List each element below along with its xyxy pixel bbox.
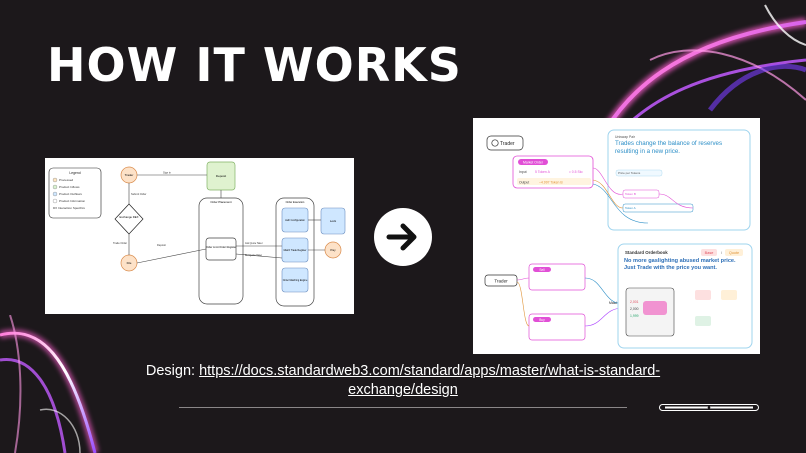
svg-text:Quote: Quote — [729, 251, 739, 255]
svg-text:Price per Tokens: Price per Tokens — [618, 171, 641, 175]
svg-text:Match: Match — [609, 301, 618, 305]
neon-swirl-bottom-left — [0, 315, 99, 453]
svg-text:Deposit: Deposit — [216, 174, 226, 178]
legend-item: DX Interaction Specifics — [53, 206, 85, 210]
edge-label: Sign in — [163, 171, 171, 175]
svg-text:Input: Input — [519, 170, 527, 174]
edge-label: Bid Quote Taker — [245, 254, 262, 257]
svg-text:Lock: Lock — [330, 219, 337, 223]
svg-text:Pay: Pay — [330, 248, 336, 252]
svg-text:Match Trade Register: Match Trade Register — [284, 249, 307, 252]
svg-text:Order Execution: Order Execution — [286, 200, 305, 204]
svg-text:~4.997 Token B: ~4.997 Token B — [539, 180, 563, 184]
lock-node — [320, 207, 346, 235]
arrow-right-icon — [374, 208, 432, 266]
trader-bottom-box — [484, 274, 518, 287]
edge-label: Deposit — [157, 243, 166, 247]
legend-item: Product Inflows — [59, 185, 80, 189]
orderbook-headline: No more gaslighting abused market price.… — [624, 258, 736, 271]
svg-text:Base: Base — [705, 251, 714, 255]
svg-text:≈ 0.5 Sto: ≈ 0.5 Sto — [569, 170, 583, 174]
svg-text:Trader: Trader — [494, 279, 508, 284]
svg-text:Trader: Trader — [500, 141, 515, 147]
svg-text:Order Matching Engine: Order Matching Engine — [283, 279, 308, 282]
svg-text:1,999: 1,999 — [630, 314, 639, 318]
architecture-flow-diagram: Legend Processed Product Inflows Product… — [45, 158, 354, 314]
svg-text:2,001: 2,001 — [630, 300, 639, 304]
divider-line — [179, 407, 627, 408]
svg-text:Uniswap Pair: Uniswap Pair — [615, 135, 636, 139]
edge-label: Trade Order — [113, 241, 127, 245]
svg-text:Market Order: Market Order — [523, 161, 544, 165]
amm-headline: Trades change the balance of reserves re… — [615, 140, 723, 155]
svg-text:Output: Output — [519, 180, 529, 184]
design-docs-link[interactable]: https://docs.standardweb3.com/standard/a… — [199, 363, 661, 398]
edge-label: Submit Order — [131, 192, 147, 196]
svg-text:/: / — [721, 251, 723, 255]
trader-icon — [491, 139, 499, 147]
caption-prefix: Design: — [145, 363, 200, 379]
legend-box — [48, 167, 102, 219]
svg-text:Trader: Trader — [125, 173, 134, 177]
svg-text:Standard Orderbook: Standard Orderbook — [625, 250, 668, 255]
svg-text:2,000: 2,000 — [630, 307, 639, 311]
legend-item: Product Information — [59, 199, 86, 203]
svg-text:Order Limit Order Register: Order Limit Order Register — [206, 245, 237, 249]
svg-text:Sell: Sell — [539, 268, 545, 272]
legend-item: Processed — [59, 178, 74, 182]
order-limit-node — [205, 237, 237, 261]
svg-text:File: File — [127, 261, 132, 265]
svg-text:Token B: Token B — [625, 192, 636, 196]
edge-label: Ask Quote Taker — [245, 242, 263, 245]
svg-text:5 Token A: 5 Token A — [535, 170, 551, 174]
legend-item: Product Outflows — [59, 192, 82, 196]
matching-engine-node — [281, 267, 309, 293]
svg-text:Token A: Token A — [625, 206, 636, 210]
svg-text:Buy: Buy — [539, 318, 545, 322]
svg-text:Exchange DEX: Exchange DEX — [120, 215, 139, 219]
exchange-node — [114, 203, 144, 235]
design-caption: Design: https://docs.standardweb3.com/st… — [130, 362, 676, 400]
decorative-pill — [659, 404, 759, 411]
trader-top-box — [486, 135, 524, 151]
amm-vs-orderbook-diagram: Trader Market Order Input 5 Token A ≈ 0.… — [473, 118, 760, 354]
slide-title: HOW IT WORKS — [47, 38, 462, 92]
legend-title: Legend — [69, 171, 80, 175]
svg-text:Order Placement: Order Placement — [210, 200, 231, 204]
svg-text:Auth Configuration: Auth Configuration — [285, 219, 305, 222]
